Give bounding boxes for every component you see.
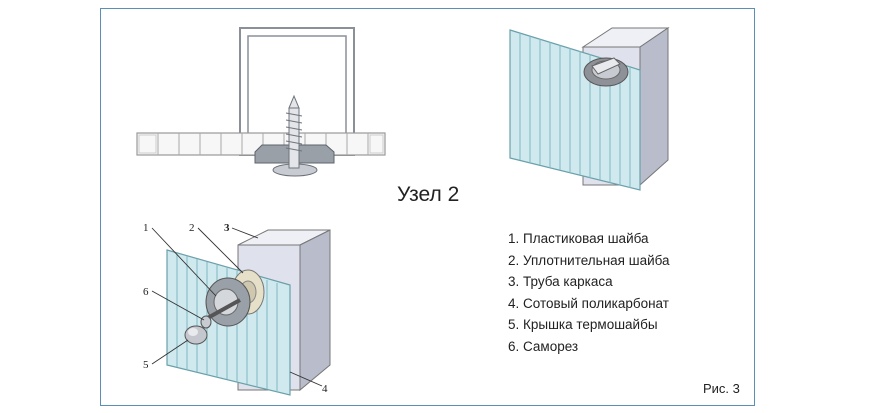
tube-side-exploded: [299, 229, 331, 392]
washer-assembled: [583, 57, 629, 87]
legend-list: 1. Пластиковая шайба 2. Уплотнительная ш…: [508, 228, 670, 358]
assembled-view: [509, 27, 670, 191]
leader-line-6: [151, 290, 205, 321]
tube-profile-inner: [247, 35, 347, 137]
leader-line-5: [151, 339, 189, 365]
legend-item-2: 2. Уплотнительная шайба: [508, 252, 670, 268]
screw-exploded: [200, 298, 241, 329]
leader-line-4: [289, 371, 323, 387]
legend-item-4: 4. Сотовый поликарбонат: [508, 295, 669, 311]
callout-4: 4: [322, 383, 328, 395]
exploded-view: 1 2 3 4 5 6: [143, 222, 331, 396]
callout-1: 1: [143, 222, 149, 234]
diagram-title: Узел 2: [397, 183, 460, 206]
leader-line-3: [231, 227, 259, 239]
figure-label: Рис. 3: [703, 381, 740, 396]
legend-item-3: 3. Труба каркаса: [508, 274, 613, 290]
leader-line-2: [197, 227, 244, 274]
callout-6: 6: [143, 286, 149, 298]
callout-3: 3: [224, 222, 230, 234]
section-view: [136, 27, 386, 177]
legend-item-6: 6. Саморез: [508, 338, 579, 354]
leader-line-1: [151, 227, 217, 297]
screw-section: [285, 94, 303, 169]
legend-item-5: 5. Крышка термошайбы: [508, 317, 658, 333]
legend-item-1: 1. Пластиковая шайба: [508, 231, 649, 246]
tube-side: [639, 27, 669, 187]
callout-5: 5: [143, 359, 149, 371]
callout-2: 2: [189, 222, 195, 234]
